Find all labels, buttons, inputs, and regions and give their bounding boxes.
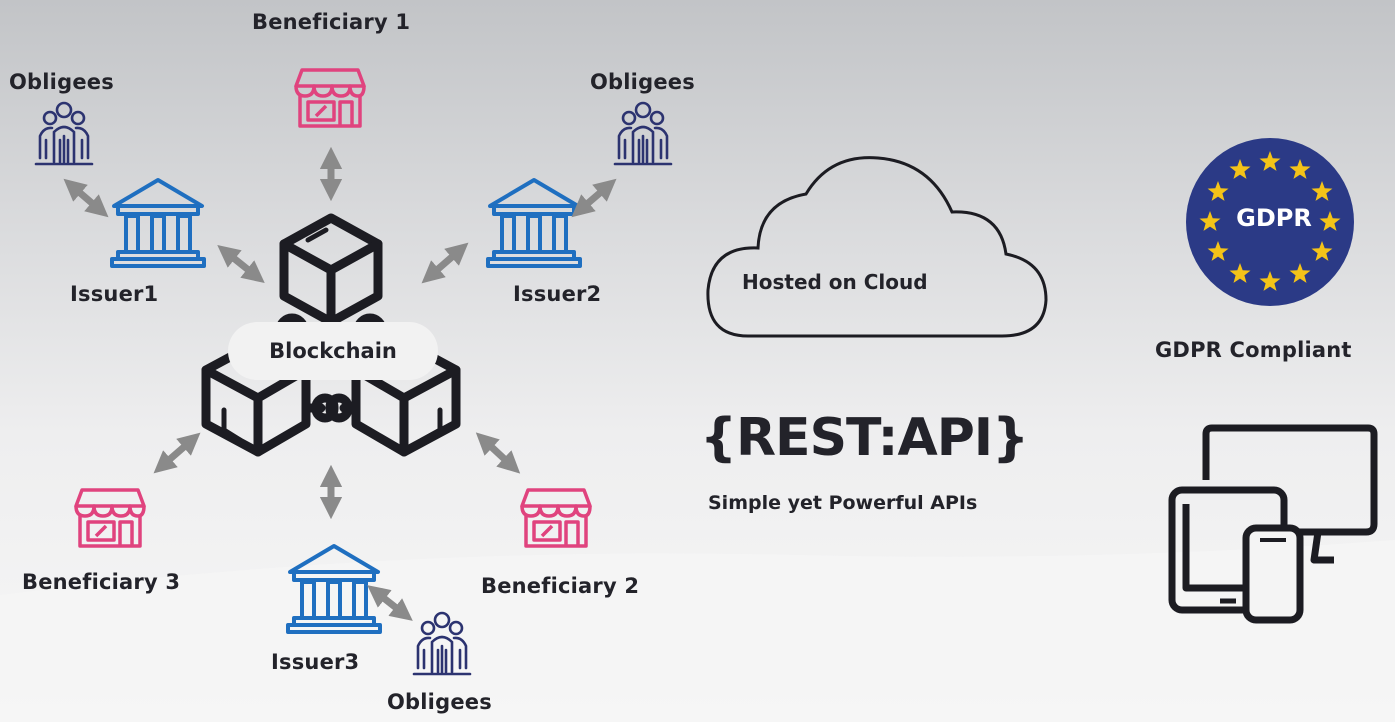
obligees-bottom-label: Obligees (387, 690, 492, 714)
star-icon (1229, 159, 1251, 179)
arrow-issuer2-blockchain (421, 242, 469, 284)
beneficiary-3-label: Beneficiary 3 (22, 570, 181, 594)
gdpr-badge-text: GDPR (1236, 204, 1312, 232)
arrow-blockchain-beneficiary2 (475, 432, 521, 474)
gdpr-badge-icon (1186, 138, 1354, 306)
gdpr-compliant-label: GDPR Compliant (1155, 338, 1352, 362)
arrow-obligees-issuer2 (571, 178, 617, 218)
rest-api-title: {REST:API} (700, 408, 1029, 468)
arrow-issuer1-blockchain (217, 245, 265, 283)
connection-arrows (63, 146, 617, 621)
eu-stars-icon (1199, 151, 1341, 291)
star-icon (1289, 159, 1311, 179)
obligees-left-label: Obligees (9, 70, 114, 94)
star-icon (1259, 151, 1281, 171)
beneficiary-2-label: Beneficiary 2 (481, 574, 640, 598)
star-icon (1199, 211, 1221, 231)
issuer-1-label: Issuer1 (70, 282, 159, 306)
obligees-right-label: Obligees (590, 70, 695, 94)
star-icon (1311, 241, 1333, 261)
star-icon (1207, 181, 1229, 201)
devices-icon (1168, 424, 1378, 624)
issuer-3-label: Issuer3 (271, 650, 360, 674)
star-icon (1289, 263, 1311, 283)
blockchain-label: Blockchain (228, 322, 438, 380)
star-icon (1207, 241, 1229, 261)
beneficiary-1-label: Beneficiary 1 (252, 10, 411, 34)
arrow-blockchain-beneficiary3 (153, 432, 201, 474)
star-icon (1259, 271, 1281, 291)
cloud-label: Hosted on Cloud (742, 270, 928, 294)
star-icon (1229, 263, 1251, 283)
rest-api-subtitle: Simple yet Powerful APIs (708, 492, 978, 514)
arrow-issuer3-obligees (367, 585, 413, 621)
star-icon (1311, 181, 1333, 201)
issuer-2-label: Issuer2 (513, 282, 602, 306)
cloud-icon (706, 156, 1048, 338)
arrow-obligees-issuer1 (63, 178, 109, 218)
star-icon (1319, 211, 1341, 231)
